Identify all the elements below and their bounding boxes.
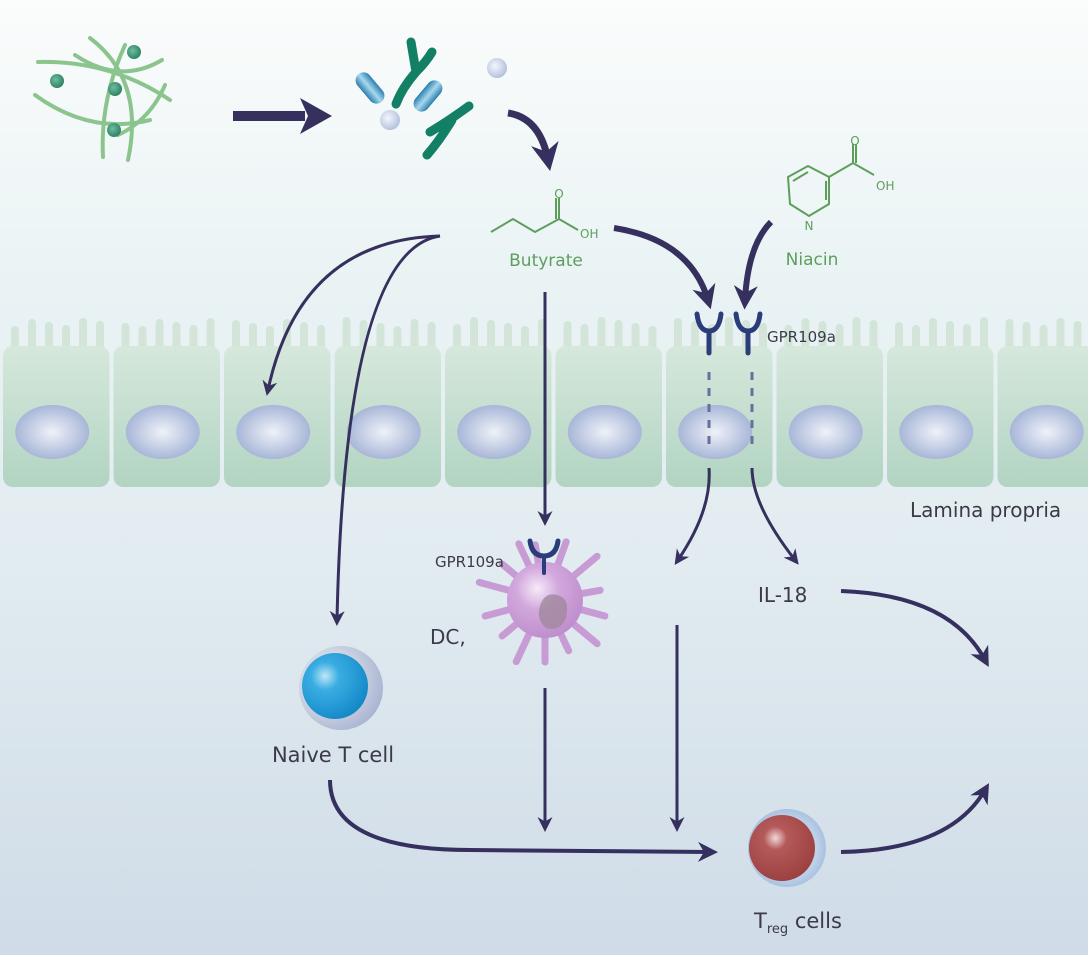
dietary-fiber-icon [33, 36, 172, 162]
fermentation-arrowhead [300, 98, 332, 134]
butyrate-label: Butyrate [509, 251, 583, 271]
treg-cells-label: Treg cells [753, 909, 842, 937]
niacin-o-label: O [850, 134, 859, 148]
signal-dashed-lines [707, 372, 754, 445]
epithelial-cell [445, 317, 552, 487]
epithelial-cell [334, 317, 441, 487]
nucleus [236, 405, 311, 459]
nucleus [125, 405, 200, 459]
butyrate-structure [490, 198, 579, 234]
nucleus [899, 405, 974, 459]
nucleus [1009, 405, 1084, 459]
epithelial-cell [887, 317, 994, 487]
gpr109a-dc-label: GPR109a [435, 553, 504, 571]
niacin-oh-label: OH [876, 179, 894, 193]
gpr109a-epithelial-label: GPR109a [767, 328, 836, 346]
treg-label-main: T [753, 909, 767, 933]
nucleus [678, 405, 753, 459]
dc-gpr109a-receptor-icon [527, 538, 561, 575]
arrow-to-butyrate [507, 109, 559, 172]
butyrate-o-label: O [554, 187, 563, 201]
arrow-to-lamina [674, 467, 711, 565]
treg-label-suffix: cells [788, 909, 842, 933]
epithelial-cell [997, 318, 1088, 487]
lamina-propria-label: Lamina propria [910, 498, 1061, 522]
epithelial-cell [666, 317, 773, 487]
microbe-dots [50, 45, 141, 137]
niacin-label: Niacin [786, 250, 839, 270]
epithelial-cell [224, 319, 331, 487]
epithelial-cell [776, 317, 883, 487]
treg-label-subscript: reg [767, 922, 788, 937]
naive-t-cell-label: Naive T cell [272, 743, 394, 767]
arrow-butyrate-to-naive-t-cell [329, 234, 441, 626]
treg-cell [748, 809, 826, 887]
nucleus [567, 405, 642, 459]
arrow-butyrate-to-gpr109a [613, 225, 716, 310]
arrow-niacin-to-gpr109a [733, 219, 774, 310]
niacin-structure [786, 144, 875, 218]
nucleus [457, 405, 532, 459]
epithelial-cell [3, 318, 110, 487]
arrow-butyrate-to-epithelium [262, 234, 441, 396]
naive-t-cell [299, 646, 383, 730]
niacin-n-label: N [805, 219, 814, 233]
nucleus [346, 405, 421, 459]
butyrate-oh-label: OH [580, 227, 598, 241]
dc-label: DC, [430, 625, 466, 649]
bacteria-icon [355, 37, 507, 160]
arrow-treg-outcome [840, 783, 990, 854]
nucleus [15, 405, 90, 459]
arrow-il18-outcome [840, 589, 989, 668]
il18-label: IL-18 [758, 583, 807, 607]
epithelial-layer [3, 317, 1088, 487]
nucleus [788, 405, 863, 459]
epithelial-cell [113, 318, 220, 487]
arrow-naive-to-treg [328, 779, 718, 862]
gpr109a-receptor-icon [694, 311, 763, 356]
arrow-to-il18 [750, 467, 799, 565]
epithelial-cell [555, 317, 662, 487]
